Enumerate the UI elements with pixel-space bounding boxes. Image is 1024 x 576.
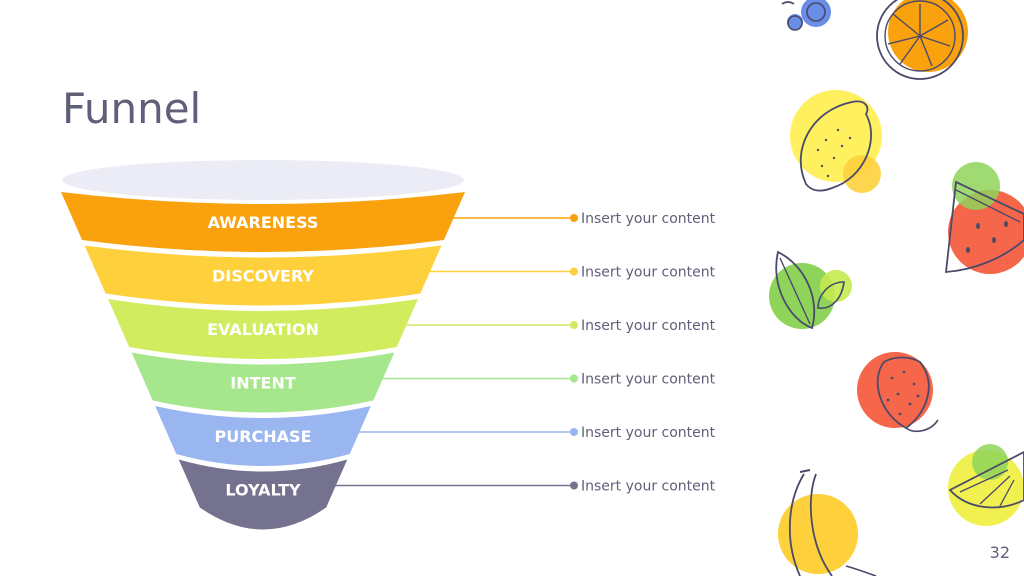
stage-content-text: Insert your content xyxy=(581,318,716,334)
funnel-stage-label: PURCHASE xyxy=(214,427,311,446)
connector-end-dot xyxy=(570,267,578,276)
stage-content-text: Insert your content xyxy=(581,211,716,227)
strawberry-icon xyxy=(857,352,939,433)
watermelon-slice-icon xyxy=(944,162,1024,274)
lemon-icon xyxy=(790,90,882,193)
leaves-icon xyxy=(769,250,852,330)
connector-start-dot xyxy=(368,374,377,383)
funnel-stage-label: INTENT xyxy=(230,374,296,393)
lime-slice-icon xyxy=(948,444,1024,526)
funnel-stage-label: DISCOVERY xyxy=(212,267,314,286)
funnel-stage-intent xyxy=(131,352,395,413)
stage-content-text: Insert your content xyxy=(581,425,716,441)
connector-start-dot xyxy=(416,267,425,276)
funnel-stage-awareness xyxy=(61,192,465,252)
connector-start-dot xyxy=(345,428,354,436)
connector-end-dot xyxy=(570,214,578,222)
connector-end-dot xyxy=(570,428,578,436)
stage-content-text: Insert your content xyxy=(581,372,716,388)
connector-start-dot xyxy=(392,321,401,329)
connector-start-dot xyxy=(439,214,448,222)
page-number: 32 xyxy=(989,543,1010,562)
funnel-stage-discovery xyxy=(84,245,442,306)
orange-slice-icon xyxy=(876,0,968,80)
funnel-rim xyxy=(62,160,464,200)
funnel-stage-purchase xyxy=(155,406,371,466)
connector-end-dot xyxy=(570,481,578,490)
funnel-stage-label: AWARENESS xyxy=(208,213,319,232)
blueberries-icon xyxy=(781,0,831,31)
connector-end-dot xyxy=(570,374,578,383)
connector-end-dot xyxy=(570,321,578,329)
connector-start-dot xyxy=(321,481,330,490)
funnel-stage-label: EVALUATION xyxy=(207,320,319,339)
funnel-stage-loyalty xyxy=(178,459,348,530)
banana-icon xyxy=(778,469,877,576)
stage-content-text: Insert your content xyxy=(581,265,716,281)
funnel-stage-evaluation xyxy=(108,299,418,359)
funnel-stage-label: LOYALTY xyxy=(225,481,301,500)
stage-content-text: Insert your content xyxy=(581,479,716,495)
slide-title: Funnel xyxy=(62,84,202,133)
